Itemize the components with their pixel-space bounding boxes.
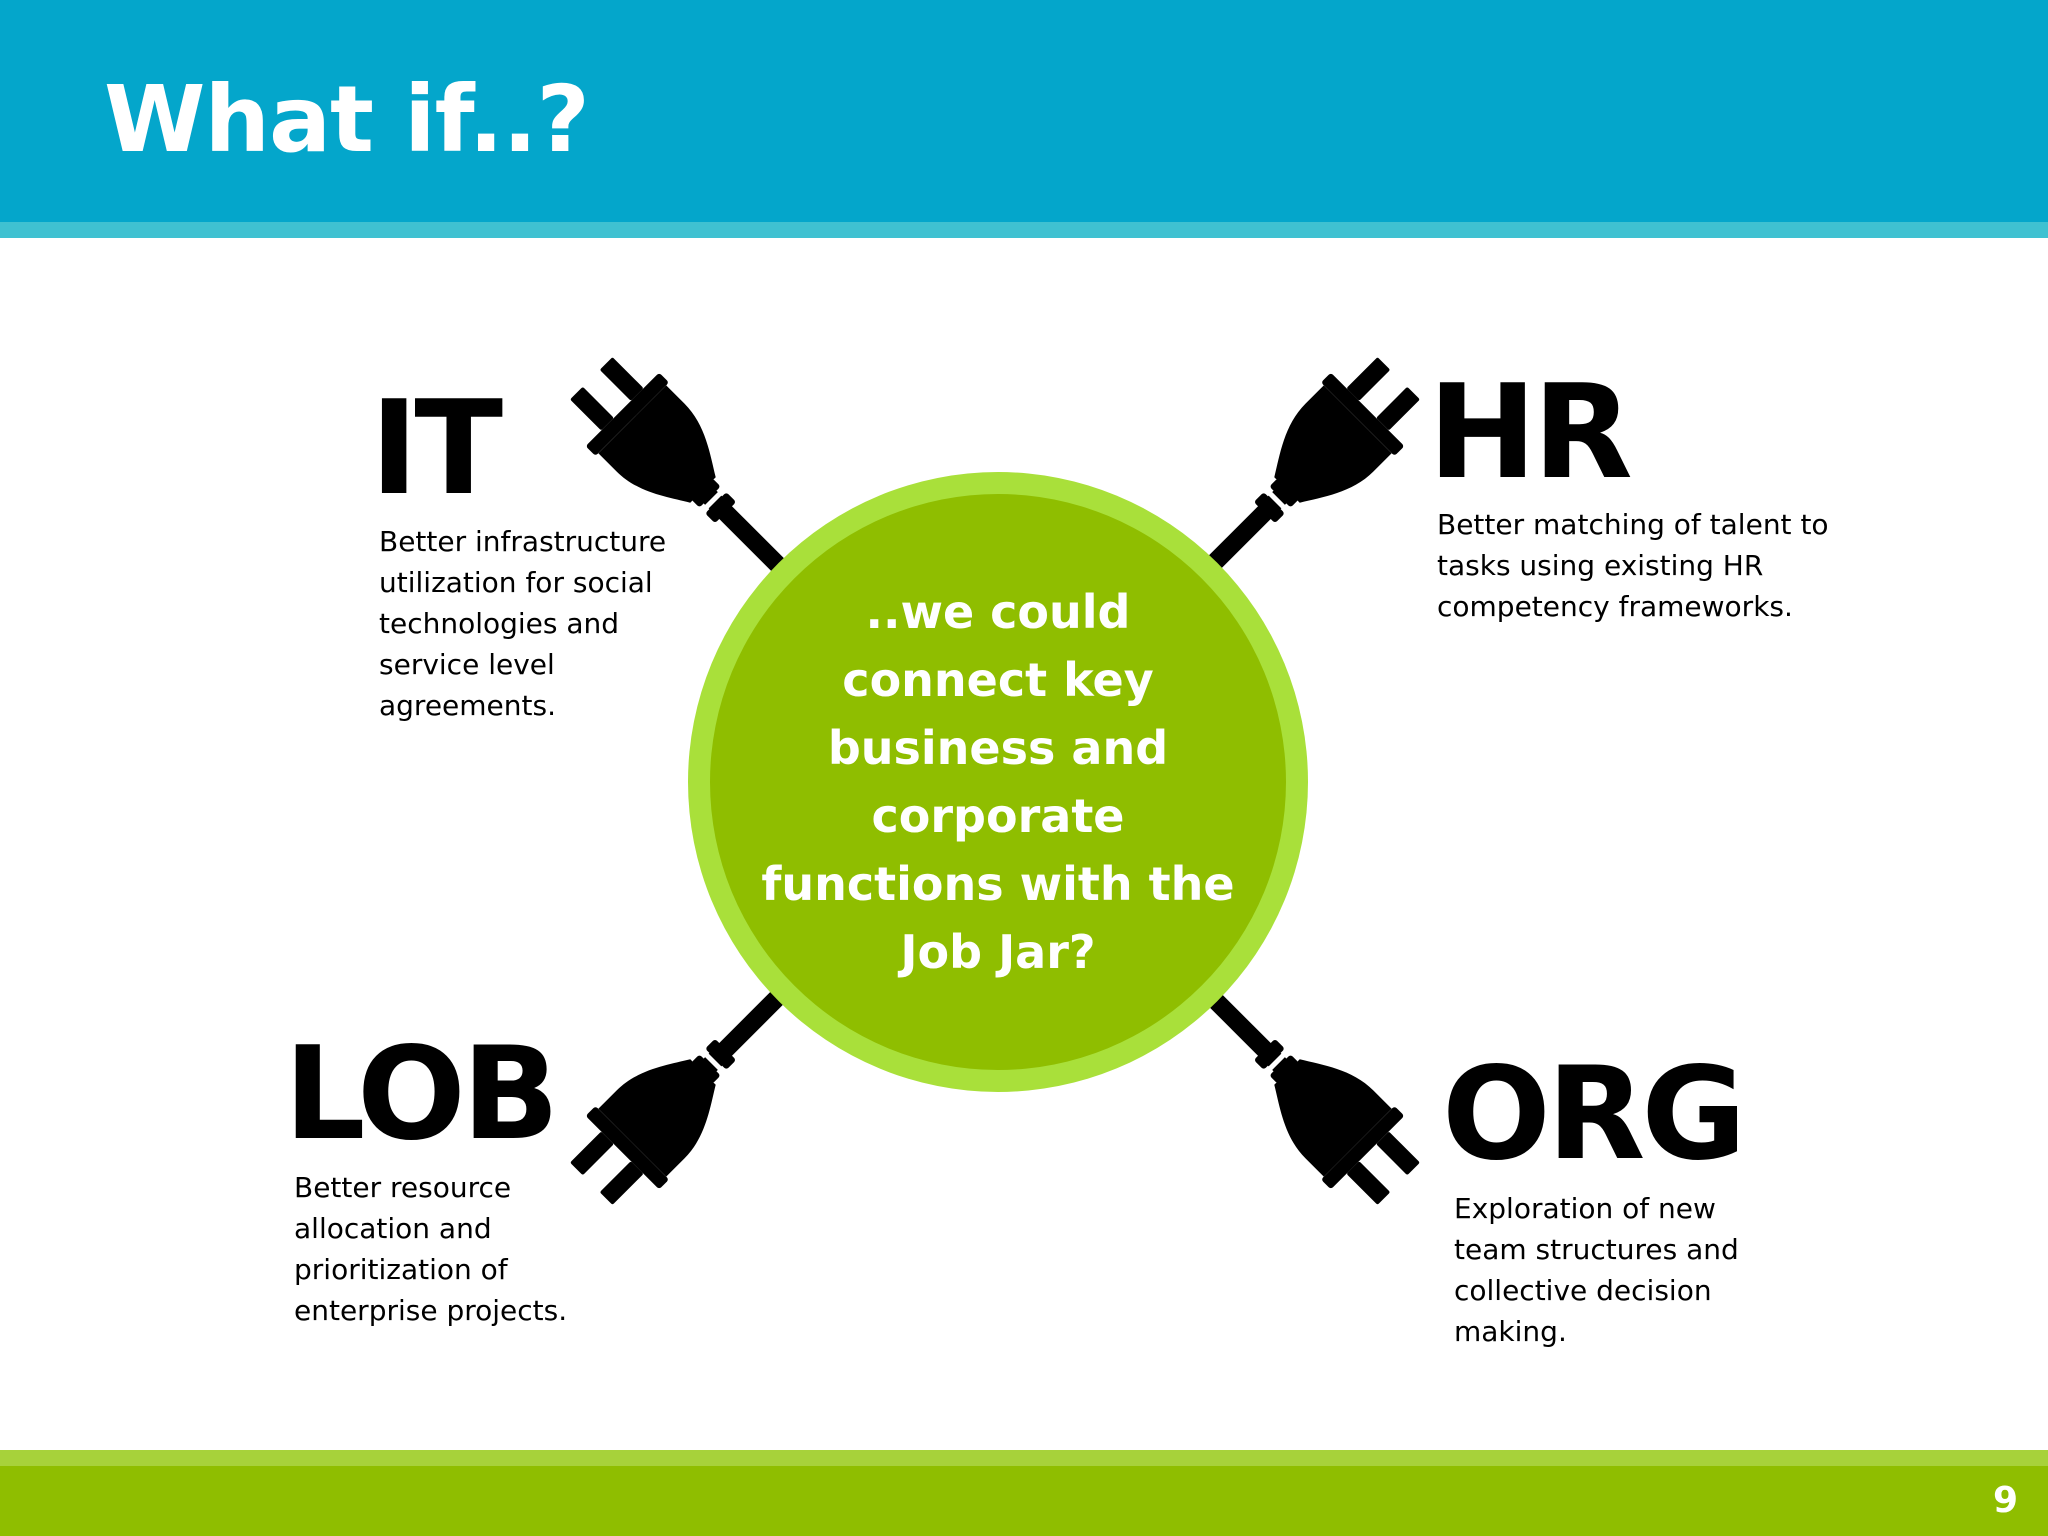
header-accent-stripe bbox=[0, 222, 2048, 238]
quadrant-heading-it: IT bbox=[370, 372, 503, 524]
quadrant-description-it: Better infrastructure utilization for so… bbox=[379, 525, 667, 722]
header-bar bbox=[0, 0, 2048, 222]
footer-bar bbox=[0, 1466, 2048, 1536]
hub-question-text: ..we could connect key business and corp… bbox=[761, 585, 1235, 979]
quadrant-description-lob: Better resource allocation and prioritiz… bbox=[294, 1171, 568, 1327]
quadrant-description-org: Exploration of new team structures and c… bbox=[1454, 1192, 1739, 1348]
footer-accent-stripe bbox=[0, 1450, 2048, 1466]
slide-title: What if..? bbox=[104, 66, 590, 173]
quadrant-description-hr: Better matching of talent to tasks using… bbox=[1437, 508, 1829, 623]
hub-circle-inner bbox=[710, 494, 1286, 1070]
quadrant-heading-lob: LOB bbox=[284, 1020, 559, 1169]
quadrant-heading-org: ORG bbox=[1442, 1040, 1746, 1189]
page-number: 9 bbox=[1992, 1480, 2018, 1521]
quadrant-heading-hr: HR bbox=[1428, 356, 1633, 508]
